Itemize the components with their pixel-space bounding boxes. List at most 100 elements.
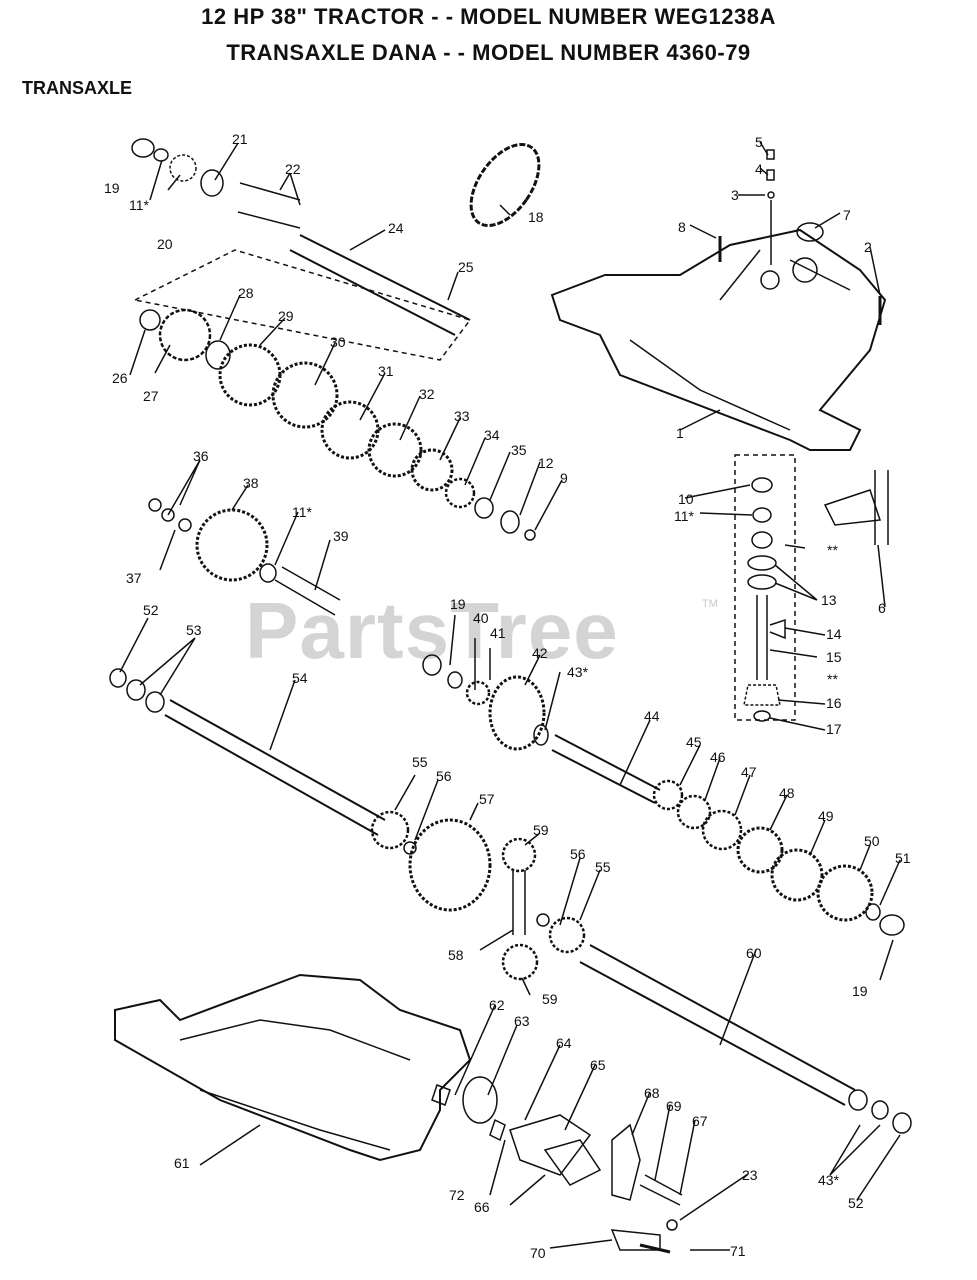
ring-56-part xyxy=(403,841,417,855)
key-14 xyxy=(769,618,786,640)
gear-50-part xyxy=(816,864,874,922)
washer-43b-part xyxy=(848,1089,868,1111)
part-callout-label: 33 xyxy=(454,408,470,424)
part-62 xyxy=(431,1084,451,1106)
part-callout-label: 16 xyxy=(826,695,842,711)
part-callout-label: 8 xyxy=(678,219,686,235)
leader-lines xyxy=(119,141,901,1251)
shaft-dashed-boundary xyxy=(132,249,472,361)
part-callout-label: 47 xyxy=(741,764,757,780)
part-callout-label: 12 xyxy=(538,455,554,471)
washer-11c xyxy=(752,507,772,523)
link-65 xyxy=(543,1139,602,1186)
part-callout-label: 32 xyxy=(419,386,435,402)
part-callout-label: 62 xyxy=(489,997,505,1013)
gear-38-part xyxy=(195,508,269,582)
ring-9-part xyxy=(524,529,536,541)
washer-53b-part xyxy=(145,691,165,713)
pinion-59-part xyxy=(501,837,537,873)
housing-ribs xyxy=(629,249,851,431)
boss-7-area xyxy=(792,257,818,283)
bearing-19b-part xyxy=(422,654,442,676)
gear-34-part xyxy=(444,477,476,509)
gear-48-part xyxy=(736,826,784,874)
part-callout-label: 9 xyxy=(560,470,568,486)
watermark: PartsTree xyxy=(245,586,619,675)
sprocket-27-part xyxy=(158,308,212,362)
part-callout-label: 22 xyxy=(285,161,301,177)
part-callout-label: 11* xyxy=(292,504,313,520)
spacer-40-part xyxy=(447,671,463,689)
ring-56b-part xyxy=(536,913,550,927)
part-callout-label: 56 xyxy=(570,846,586,862)
ring-17 xyxy=(753,710,771,722)
part-callout-label: 52 xyxy=(848,1195,864,1211)
gear-46-part xyxy=(676,794,712,830)
gear-49-part xyxy=(770,848,824,902)
washer-36b-part xyxy=(161,508,175,522)
part-callout-label: 56 xyxy=(436,768,452,784)
shift-assembly-boundary xyxy=(734,454,796,721)
bolt-71 xyxy=(639,1243,671,1254)
gear-41-part xyxy=(465,680,491,706)
shaft-44-part xyxy=(551,734,661,804)
part-callout-label: 24 xyxy=(388,220,404,236)
part-callout-label: 21 xyxy=(232,131,248,147)
part-callout-label: 54 xyxy=(292,670,308,686)
part-callout-label: 41 xyxy=(490,625,506,641)
bearing-19c-part xyxy=(879,914,905,936)
callout-labels: 5437821181911*20212224252627282930313233… xyxy=(104,131,911,1261)
ring-52-part xyxy=(109,668,127,688)
part-callout-label: 52 xyxy=(143,602,159,618)
keys-22-part xyxy=(237,182,301,229)
lower-housing-61-part xyxy=(114,973,472,1162)
shaft-58-part xyxy=(512,870,526,935)
part-callout-label: 18 xyxy=(528,209,544,225)
washer-43c-part xyxy=(871,1100,889,1120)
part-callout-label: 50 xyxy=(864,833,880,849)
ring-gear-57-part xyxy=(408,818,492,912)
part-callout-label: 11* xyxy=(674,508,695,524)
washer-36a-part xyxy=(148,498,162,512)
section-title: TRANSAXLE xyxy=(22,78,133,98)
diagram-title-line-2: TRANSAXLE DANA - - MODEL NUMBER 4360-79 xyxy=(226,40,751,65)
part-callout-label: 28 xyxy=(238,285,254,301)
part-callout-label: 71 xyxy=(730,1243,746,1259)
gear-29-part xyxy=(218,343,282,407)
ring-26-part xyxy=(139,309,161,331)
washer-area-a xyxy=(751,531,773,549)
part-callout-label: ** xyxy=(827,671,838,687)
part-callout-label: 25 xyxy=(458,259,474,275)
part-callout-label: 45 xyxy=(686,734,702,750)
part-callout-label: 44 xyxy=(644,708,660,724)
part-callout-label: 23 xyxy=(742,1167,758,1183)
part-callout-label: 14 xyxy=(826,626,842,642)
bevel-gear-55-part xyxy=(370,810,410,850)
part-callout-label: 51 xyxy=(895,850,911,866)
part-callout-label: 42 xyxy=(532,645,548,661)
part-callout-label: 27 xyxy=(143,388,159,404)
ring-52b-part xyxy=(892,1112,912,1134)
bracket-64-66 xyxy=(509,1114,592,1176)
gear-32-part xyxy=(367,422,423,478)
washer-37-part xyxy=(178,518,192,532)
part-callout-label: 39 xyxy=(333,528,349,544)
part-callout-label: 19 xyxy=(104,180,120,196)
gear-31-part xyxy=(320,400,380,460)
watermark-trademark: TM xyxy=(702,598,718,610)
part-callout-label: 10 xyxy=(678,491,694,507)
gear-47-part xyxy=(701,809,743,851)
key-72 xyxy=(489,1118,506,1142)
bolt-67 xyxy=(639,1174,683,1206)
part-callout-label: 60 xyxy=(746,945,762,961)
part-callout-label: 55 xyxy=(595,859,611,875)
part-callout-label: 38 xyxy=(243,475,259,491)
part-callout-label: 67 xyxy=(692,1113,708,1129)
part-callout-label: 2 xyxy=(864,239,872,255)
part-callout-label: ** xyxy=(827,542,838,558)
part-callout-label: 11* xyxy=(129,197,150,213)
part-callout-label: 1 xyxy=(676,425,684,441)
part-callout-label: 58 xyxy=(448,947,464,963)
part-callout-label: 43* xyxy=(818,1172,840,1188)
